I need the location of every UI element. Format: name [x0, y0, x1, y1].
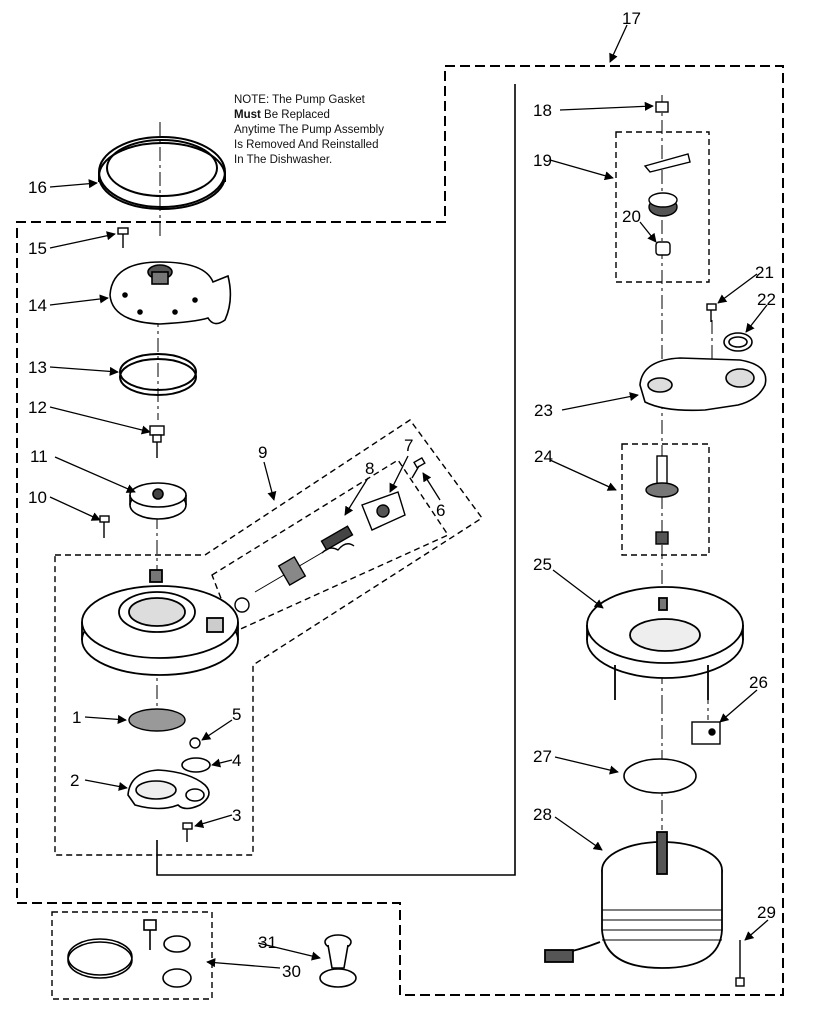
note-line-2-rest: Be Replaced: [260, 109, 330, 121]
part-31-fitting: [319, 934, 357, 988]
leader-arrows: [49, 24, 769, 969]
connector-lines: [156, 84, 516, 876]
callout-31: 31: [258, 933, 277, 952]
callout-18: 18: [533, 101, 552, 120]
part-15-screw: [117, 227, 129, 248]
part-26-clip: [691, 721, 721, 745]
part-18-nut: [655, 101, 669, 113]
part-24-shaft-assembly: [645, 455, 679, 545]
part-22-grommet: [723, 332, 753, 352]
note-line-5: In The Dishwasher.: [234, 154, 333, 166]
callout-16: 16: [28, 178, 47, 197]
callout-19: 19: [533, 151, 552, 170]
part-8-spring-valve: [234, 525, 355, 613]
part-23-bracket: [639, 357, 767, 412]
callout-24: 24: [534, 447, 553, 466]
callout-6: 6: [436, 501, 445, 520]
callout-3: 3: [232, 806, 241, 825]
part-2-adapter: [127, 769, 210, 810]
part-27-disc: [623, 758, 697, 794]
callout-21: 21: [755, 263, 774, 282]
callout-23: 23: [534, 401, 553, 420]
assembly-19-box: [615, 131, 710, 283]
assembly-24-box: [621, 443, 710, 556]
callout-15: 15: [28, 239, 47, 258]
part-6-screw: [411, 456, 426, 479]
part-11-impeller: [129, 482, 187, 520]
part-7-valve-cover: [361, 491, 406, 531]
note-line-2: Must Be Replaced: [234, 108, 454, 123]
part-12-bolt: [149, 425, 165, 458]
pump-gasket-note: NOTE: The Pump Gasket Must Be Replaced A…: [234, 93, 454, 168]
callout-1: 1: [72, 708, 81, 727]
note-line-4: Is Removed And Reinstalled: [234, 139, 379, 151]
callout-9: 9: [258, 443, 267, 462]
part-19-seal-assembly: [643, 153, 691, 217]
part-3-screw: [182, 822, 193, 842]
note-line-1: NOTE: The Pump Gasket: [234, 94, 365, 106]
callout-17: 17: [622, 9, 641, 28]
callout-25: 25: [533, 555, 552, 574]
callout-14: 14: [28, 296, 47, 315]
callout-13: 13: [28, 358, 47, 377]
callout-12: 12: [28, 398, 47, 417]
callout-26: 26: [749, 673, 768, 692]
assembly-9-outline: [54, 419, 484, 856]
callout-4: 4: [232, 751, 241, 770]
part-20-seal: [655, 241, 671, 256]
part-5-ball: [189, 737, 201, 749]
callout-5: 5: [232, 705, 241, 724]
part-4-gasket: [181, 757, 211, 773]
callout-8: 8: [365, 459, 374, 478]
callout-2: 2: [70, 771, 79, 790]
part-10-screw: [99, 515, 110, 538]
part-25-motor-mount: [586, 586, 744, 700]
note-line-3: Anytime The Pump Assembly: [234, 124, 384, 136]
pump-housing: [81, 569, 239, 676]
part-1-filter-screen: [128, 708, 186, 732]
callout-10: 10: [28, 488, 47, 507]
part-21-screw: [706, 303, 717, 322]
callout-11: 11: [30, 447, 48, 466]
assembly-30-box: [51, 911, 213, 1000]
callout-20: 20: [622, 207, 641, 226]
callout-29: 29: [757, 903, 776, 922]
assembly-17-outline: [16, 65, 784, 996]
callout-22: 22: [757, 290, 776, 309]
callout-30: 30: [282, 962, 301, 981]
callout-28: 28: [533, 805, 552, 824]
note-emphasis: Must: [234, 109, 261, 121]
part-28-motor: [544, 831, 723, 969]
part-14-pump-cover: [109, 261, 232, 325]
callout-27: 27: [533, 747, 552, 766]
part-16-pump-gasket: [98, 136, 226, 210]
part-30-kit: [67, 919, 192, 988]
callout-7: 7: [404, 436, 413, 455]
callout-numbers: 16 15 14 13 12 11 10 1 2 3 4 5 6 7 8 9 1…: [28, 9, 776, 981]
part-13-seal-ring: [119, 353, 197, 396]
part-29-screw: [735, 940, 745, 987]
